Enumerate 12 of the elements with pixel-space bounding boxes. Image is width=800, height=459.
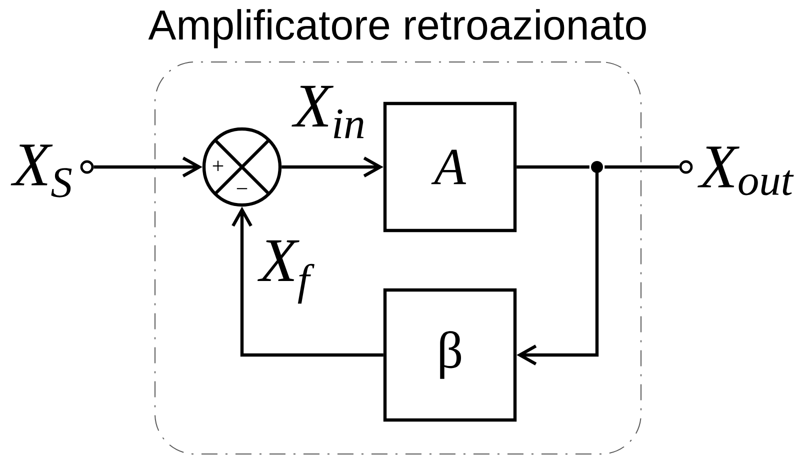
block-box: A: [383, 102, 517, 232]
terminal-label: X$_{out}$: [698, 146, 794, 196]
title: Amplificatore retroazionato: [148, 9, 646, 48]
edge-label: X$_{in}$: [292, 86, 364, 138]
edge-label: X$_{f}$: [257, 240, 314, 304]
block-box: β: [383, 288, 517, 422]
arrow: [282, 156, 384, 178]
terminal-label: X$_{S}$: [10, 144, 72, 198]
junction-dot: [591, 161, 603, 173]
arrow: [94, 156, 202, 178]
summing-junction: + −: [202, 127, 282, 207]
arrow: [232, 206, 384, 357]
